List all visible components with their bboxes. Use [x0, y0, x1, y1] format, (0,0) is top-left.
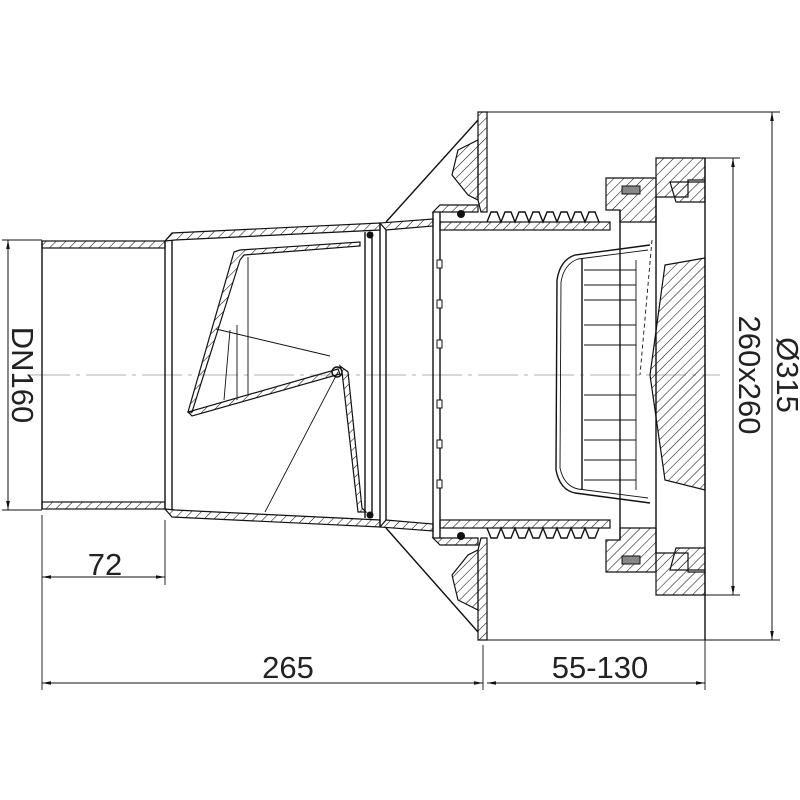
backflow-flap: [186, 241, 368, 513]
dim-label-72: 72: [88, 547, 122, 582]
dim-label-dn160: DN160: [5, 327, 40, 424]
coupling: [378, 212, 443, 538]
strainer-basket: [555, 239, 653, 504]
dim-label-flange: Ø315: [770, 337, 800, 413]
frame: [605, 157, 706, 640]
ribbed-body: [439, 211, 611, 539]
dim-label-55-130: 55-130: [552, 650, 649, 685]
dim-label-265: 265: [262, 650, 314, 685]
socket-body: [163, 222, 381, 528]
dim-label-grate: 260x260: [732, 316, 767, 435]
flange: [385, 111, 488, 641]
grate-cover: [649, 257, 706, 491]
inlet-pipe: [41, 240, 166, 510]
